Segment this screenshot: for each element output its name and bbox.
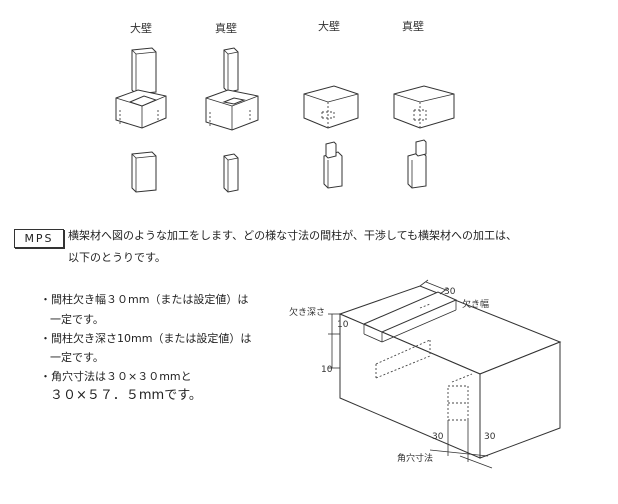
bullet-2-line-1: ・間柱欠き深さ10mm（または設定値）は	[40, 332, 252, 345]
joint-figure-shinkabe-2	[393, 85, 455, 189]
dim-value-hole-30-right: 30	[484, 432, 496, 442]
bullet-1-line-2: 一定です。	[50, 313, 104, 326]
mps-badge: MPS	[14, 229, 64, 248]
dim-label-kakuana: 角穴寸法	[397, 454, 434, 464]
intro-line-1: 横架材へ図のような加工をします、どの様な寸法の間柱が、干渉しても横架材への加工は…	[68, 229, 518, 242]
dim-label-kaki-haba: 欠き幅	[462, 300, 490, 310]
bullet-3-line-2: ３０×５７．５mmです。	[50, 388, 202, 403]
label-shinkabe-1: 真壁	[215, 22, 237, 35]
label-shinkabe-2: 真壁	[402, 20, 424, 33]
dim-label-kaki-fukasa: 欠き深さ	[289, 308, 326, 318]
dim-value-top-30: 30	[444, 287, 456, 297]
joint-figure-ookabe-2	[303, 85, 359, 189]
dim-value-depth-10-b: 10	[321, 365, 333, 375]
bullet-3-line-1: ・角穴寸法は３０×３０mmと	[40, 370, 192, 383]
joint-figure-ookabe-1	[115, 47, 167, 193]
dim-value-hole-30-left: 30	[432, 432, 444, 442]
label-ookabe-1: 大壁	[130, 22, 152, 35]
label-ookabe-2: 大壁	[318, 20, 340, 33]
joint-figure-shinkabe-1	[205, 47, 259, 193]
bullet-1-line-1: ・間柱欠き幅３０mm（または設定値）は	[40, 293, 249, 306]
bullet-2-line-2: 一定です。	[50, 351, 104, 364]
dim-value-depth-10-a: 10	[337, 320, 349, 330]
intro-line-2: 以下のとうりです。	[68, 251, 166, 264]
beam-detail-drawing	[328, 279, 562, 469]
